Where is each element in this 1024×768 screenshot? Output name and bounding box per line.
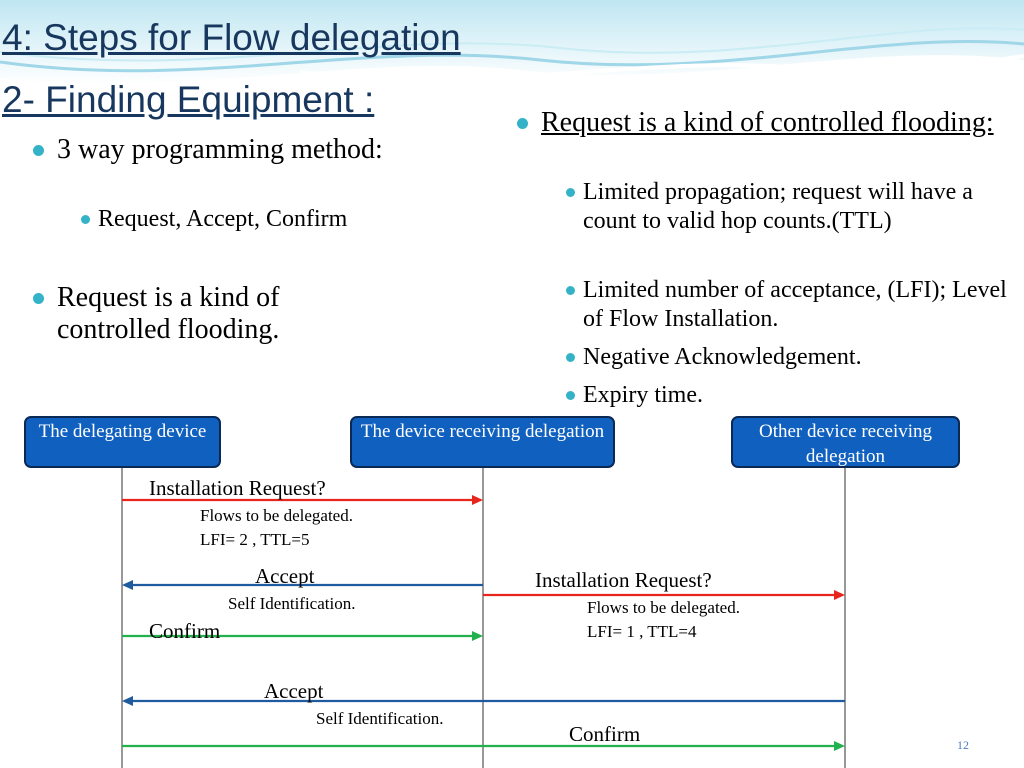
arrowhead-icon xyxy=(834,590,845,600)
actor-receiving-device: The device receiving delegation xyxy=(350,416,615,468)
message-label-installation-request-1: Installation Request? xyxy=(149,476,326,500)
message-label-accept-1: Accept xyxy=(255,564,315,588)
arrowhead-icon xyxy=(472,631,483,641)
right-heading-flooding: Request is a kind of controlled flooding… xyxy=(517,107,1001,139)
message-label-confirm-2: Confirm xyxy=(569,722,641,746)
message-detail-flows-2: Flows to be delegated. xyxy=(587,598,740,617)
message-label-accept-2: Accept xyxy=(264,679,324,703)
actor-delegating-device: The delegating device xyxy=(24,416,221,468)
message-label-installation-request-2: Installation Request? xyxy=(535,568,712,592)
message-detail-lfi-ttl-2: LFI= 1 , TTL=4 xyxy=(587,622,697,641)
arrowhead-icon xyxy=(122,696,133,706)
arrowhead-icon xyxy=(834,741,845,751)
left-bullet-flooding: Request is a kind of controlled flooding… xyxy=(33,282,387,346)
right-item-limited-acceptance: Limited number of acceptance, (LFI); Lev… xyxy=(566,276,1019,334)
right-item-expiry: Expiry time. xyxy=(566,381,1003,410)
slide-title-line-2: 2- Finding Equipment : xyxy=(2,79,375,120)
page-number: 12 xyxy=(957,738,969,752)
bullet-dot-icon xyxy=(566,353,575,362)
message-label-confirm-1: Confirm xyxy=(149,619,221,643)
right-item-limited-propagation: Limited propagation; request will have a… xyxy=(566,178,1003,236)
left-sub-bullet-steps: Request, Accept, Confirm xyxy=(81,205,478,234)
bullet-dot-icon xyxy=(566,286,575,295)
message-detail-self-id-1: Self Identification. xyxy=(228,594,356,613)
message-detail-flows-1: Flows to be delegated. xyxy=(200,506,353,525)
wave-header-decoration xyxy=(0,0,1024,84)
right-item-negative-ack: Negative Acknowledgement. xyxy=(566,343,1003,372)
slide-title-line-1: 4: Steps for Flow delegation xyxy=(2,17,461,58)
actor-other-device: Other device receiving delegation xyxy=(731,416,960,468)
bullet-dot-icon xyxy=(566,188,575,197)
message-detail-self-id-2: Self Identification. xyxy=(316,709,444,728)
bullet-dot-icon xyxy=(517,118,528,129)
message-detail-lfi-ttl-1: LFI= 2 , TTL=5 xyxy=(200,530,310,549)
bullet-dot-icon xyxy=(81,215,90,224)
arrowhead-icon xyxy=(122,580,133,590)
bullet-dot-icon xyxy=(566,391,575,400)
left-bullet-programming-method: 3 way programming method: xyxy=(33,134,387,166)
bullet-dot-icon xyxy=(33,145,44,156)
arrowhead-icon xyxy=(472,495,483,505)
bullet-dot-icon xyxy=(33,293,44,304)
